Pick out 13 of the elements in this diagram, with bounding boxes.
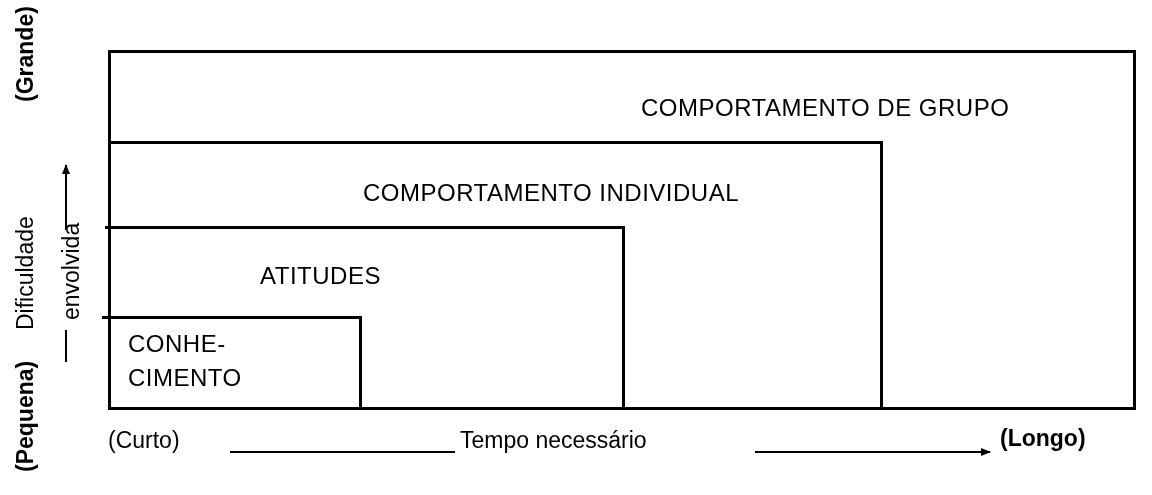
level-label: CONHE- CIMENTO bbox=[128, 329, 243, 393]
level-box bbox=[105, 226, 625, 410]
level-label: COMPORTAMENTO DE GRUPO bbox=[641, 93, 1010, 123]
axis-title: Tempo necessário bbox=[460, 427, 647, 454]
level-box bbox=[102, 316, 362, 410]
level-label: COMPORTAMENTO INDIVIDUAL bbox=[363, 178, 740, 208]
axis-end-label: (Pequena) bbox=[12, 360, 39, 472]
axis-end-label: (Curto) bbox=[108, 427, 180, 454]
axis-title: Dificuldade bbox=[12, 216, 39, 330]
axis-title: envolvida bbox=[58, 222, 85, 320]
level-label: ATITUDES bbox=[260, 261, 381, 291]
axis-end-label: (Grande) bbox=[12, 6, 39, 102]
axis-end-label: (Longo) bbox=[1000, 425, 1086, 452]
